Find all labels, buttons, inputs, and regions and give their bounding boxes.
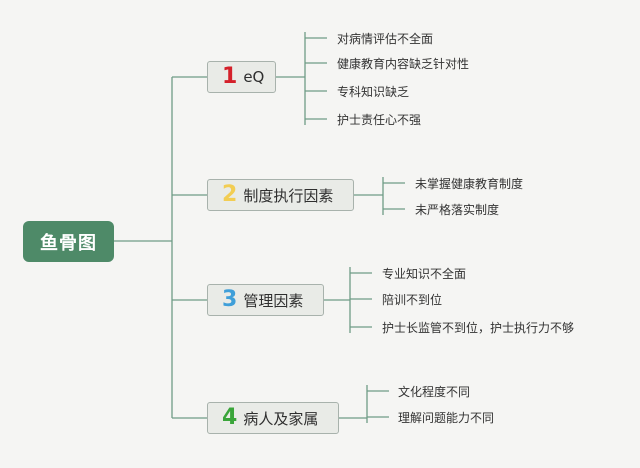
branch-node-1: 1 eQ bbox=[207, 61, 276, 93]
branch-label-4: 病人及家属 bbox=[243, 409, 319, 428]
leaf-4-2: 理解问题能力不同 bbox=[398, 411, 495, 425]
leaf-3-1: 专业知识不全面 bbox=[382, 267, 467, 281]
leaf-1-3: 专科知识缺乏 bbox=[337, 85, 410, 99]
branch-label-1: eQ bbox=[243, 68, 265, 86]
branch-number-4: 4 bbox=[222, 405, 238, 430]
branch-label-3: 管理因素 bbox=[243, 291, 304, 310]
leaf-1-2: 健康教育内容缺乏针对性 bbox=[337, 57, 470, 71]
leaf-2-1: 未掌握健康教育制度 bbox=[415, 177, 524, 191]
root-label: 鱼骨图 bbox=[40, 232, 97, 254]
leaf-1-4: 护士责任心不强 bbox=[337, 113, 422, 127]
root-node: 鱼骨图 bbox=[23, 221, 114, 262]
leaf-3-2: 陪训不到位 bbox=[382, 293, 443, 307]
branch-number-1: 1 bbox=[222, 64, 238, 89]
leaf-4-1: 文化程度不同 bbox=[398, 385, 471, 399]
leaf-2-2: 未严格落实制度 bbox=[415, 203, 500, 217]
branch-node-3: 3 管理因素 bbox=[207, 284, 324, 316]
branch-number-2: 2 bbox=[222, 182, 238, 207]
branch-number-3: 3 bbox=[222, 287, 238, 312]
leaf-3-3: 护士长监管不到位，护士执行力不够 bbox=[382, 321, 575, 335]
branch-node-2: 2 制度执行因素 bbox=[207, 179, 354, 211]
leaf-1-1: 对病情评估不全面 bbox=[337, 32, 434, 46]
branch-label-2: 制度执行因素 bbox=[243, 186, 334, 205]
branch-node-4: 4 病人及家属 bbox=[207, 402, 339, 434]
